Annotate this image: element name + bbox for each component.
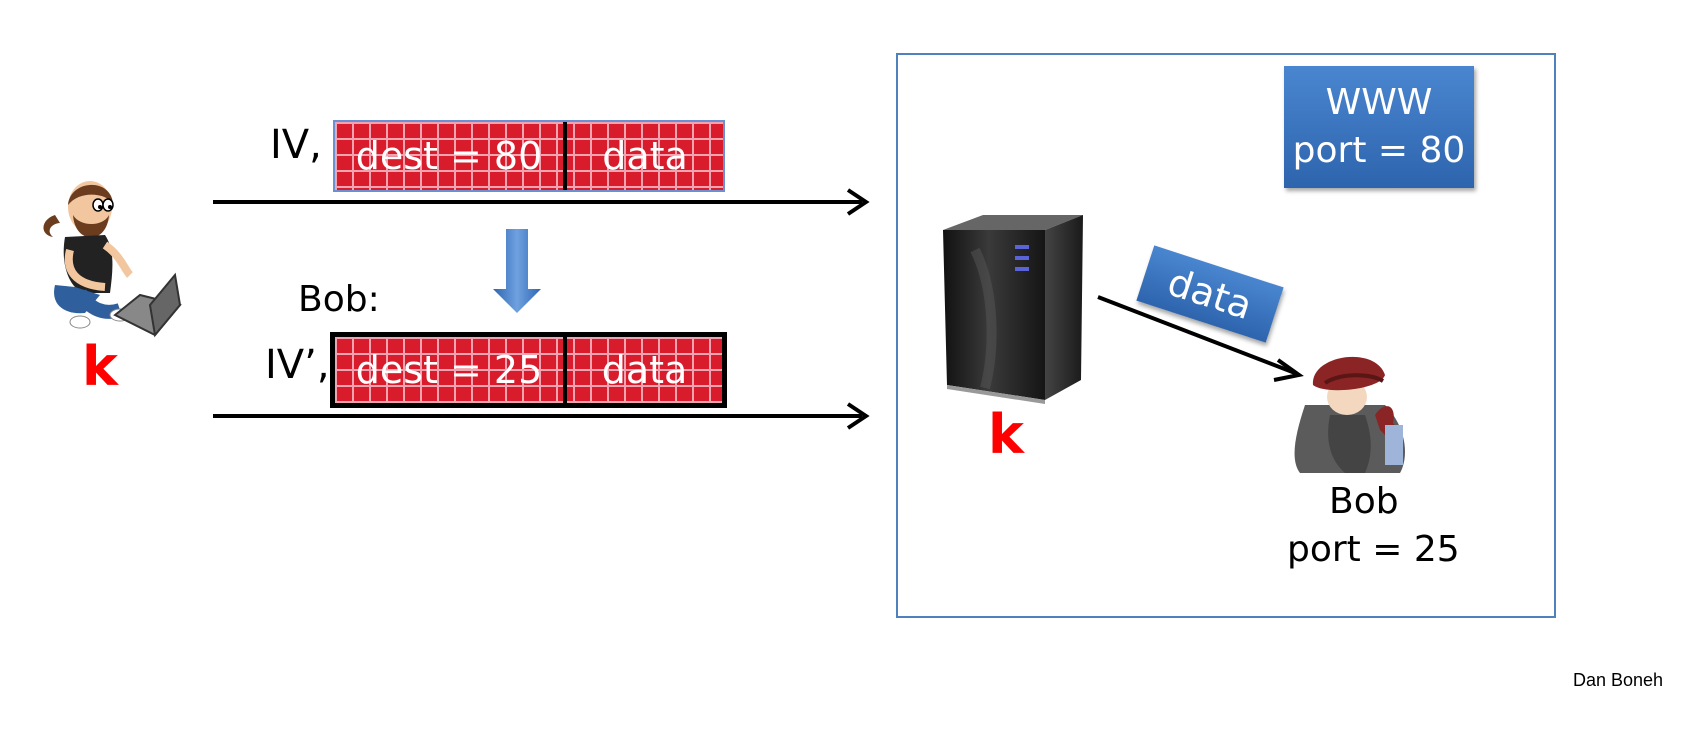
down-arrow: [493, 229, 541, 313]
arrow-top: [213, 188, 870, 216]
packet-dest-field: dest = 80: [355, 134, 543, 178]
arrow-bottom: [213, 402, 870, 430]
bob-name: Bob: [1329, 481, 1399, 522]
packet-dest-field: dest = 25: [355, 348, 543, 392]
bob-port: port = 25: [1287, 529, 1460, 570]
packet-original: dest = 80 data: [333, 120, 725, 192]
packet-data-field: data: [602, 134, 688, 178]
client-key: k: [82, 335, 118, 398]
packet-divider: [563, 337, 567, 403]
destination-frame: [896, 53, 1556, 618]
iv-label: IV,: [270, 122, 322, 168]
iv-prime-label: IV’,: [265, 342, 330, 388]
www-label: WWW: [1325, 82, 1433, 123]
server-key: k: [988, 403, 1024, 466]
server-icon: [943, 215, 1083, 404]
packet-divider: [563, 122, 567, 190]
arrow-server-to-bob: [1097, 295, 1304, 382]
attacker-figure: [43, 181, 182, 338]
author-credit: Dan Boneh: [1573, 670, 1664, 690]
www-service-box: WWW port = 80: [1284, 66, 1474, 188]
bob-figure: [1294, 356, 1405, 473]
bob-prefix-label: Bob:: [298, 279, 380, 320]
packet-modified: dest = 25 data: [330, 332, 727, 408]
packet-data-field: data: [601, 348, 688, 392]
www-port-label: port = 80: [1292, 130, 1466, 171]
